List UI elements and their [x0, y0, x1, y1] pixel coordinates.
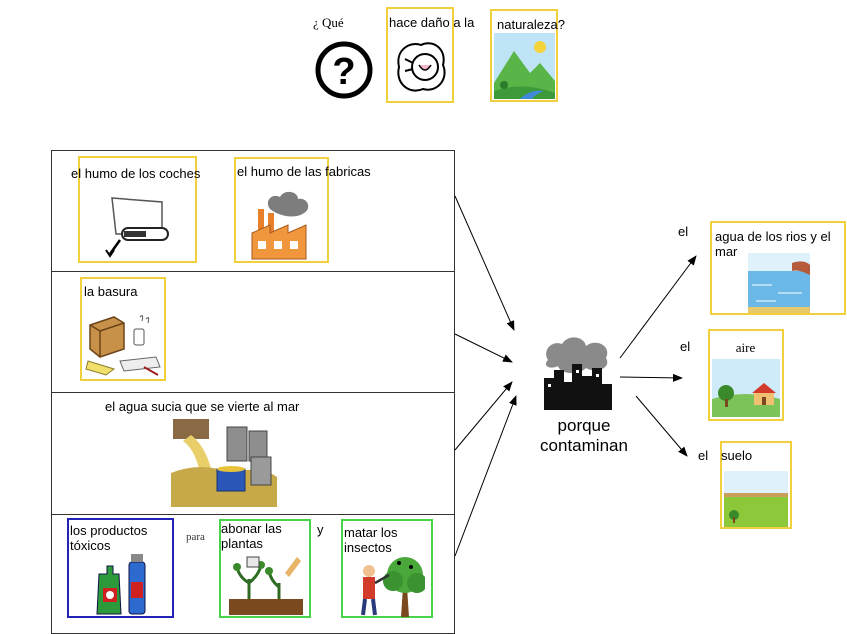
polluted-water-label: el agua sucia que se vierte al mar — [105, 399, 300, 414]
spray-insects-card — [341, 519, 433, 618]
causes-row-water — [52, 393, 454, 515]
air-card-title: aire — [735, 340, 756, 355]
arrow-center-to-air — [619, 373, 683, 382]
spray-insects-label: matar los insectos — [344, 525, 398, 555]
arrow-center-to-water — [619, 255, 697, 359]
nature-landscape-icon — [494, 33, 555, 99]
car-exhaust-label: el humo de los coches — [71, 166, 201, 181]
polluting-city-icon — [544, 337, 612, 410]
toxic-products-label: los productos tóxicos — [70, 523, 148, 553]
ground-soil-icon — [724, 471, 788, 527]
fertilize-card — [219, 519, 311, 618]
arrow-center-to-ground — [635, 395, 688, 457]
air-landscape-icon — [712, 359, 780, 417]
svg-text:?: ? — [332, 51, 355, 93]
garbage-card — [80, 277, 166, 381]
spray-insects-icon — [361, 557, 425, 617]
factory-smoke-label: el humo de las fabricas — [237, 164, 371, 179]
outcome-water-article: el — [678, 224, 689, 239]
causes-row-garbage — [52, 272, 454, 393]
outcome-ground-article: el — [698, 448, 709, 463]
question-mark-icon: ? — [313, 40, 375, 100]
fertilize-label: abonar las plantas — [221, 521, 282, 551]
arrow-toxic-to-center — [454, 395, 517, 557]
causes-row-smoke — [52, 151, 454, 272]
garbage-icon — [85, 315, 161, 376]
question-word-nature: naturaleza? — [497, 17, 565, 32]
arrow-garbage-to-center — [454, 333, 513, 363]
ground-card — [720, 441, 792, 529]
polluted-water-icon — [171, 419, 277, 507]
question-word-hurt: hace daño a la — [389, 15, 475, 30]
outcome-air-article: el — [680, 339, 691, 354]
factory-smoke-icon — [251, 191, 309, 260]
car-exhaust-icon — [105, 197, 169, 258]
toxic-products-card — [67, 518, 174, 618]
connector-para: para — [186, 531, 205, 543]
outcome-ground-label: suelo — [721, 448, 753, 463]
fertilize-plants-icon — [229, 556, 303, 615]
air-card: aire — [708, 329, 784, 421]
toxic-bottles-icon — [96, 554, 146, 615]
arrow-water-to-center — [454, 381, 513, 451]
car-exhaust-card — [78, 156, 197, 263]
connector-y: y — [317, 522, 324, 537]
question-word-que: ¿ Qué — [313, 15, 344, 30]
arrow-smoke-to-center — [454, 195, 515, 331]
factory-smoke-card — [234, 157, 329, 263]
garbage-label: la basura — [84, 284, 138, 299]
nature-card — [490, 9, 558, 102]
hurt-icon — [397, 42, 446, 92]
water-sea-icon — [748, 253, 810, 313]
water-card — [710, 221, 846, 315]
hurt-card — [386, 7, 454, 103]
center-label: porque contaminan — [540, 416, 628, 455]
outcome-water-label: agua de los rios y el mar — [715, 229, 831, 259]
